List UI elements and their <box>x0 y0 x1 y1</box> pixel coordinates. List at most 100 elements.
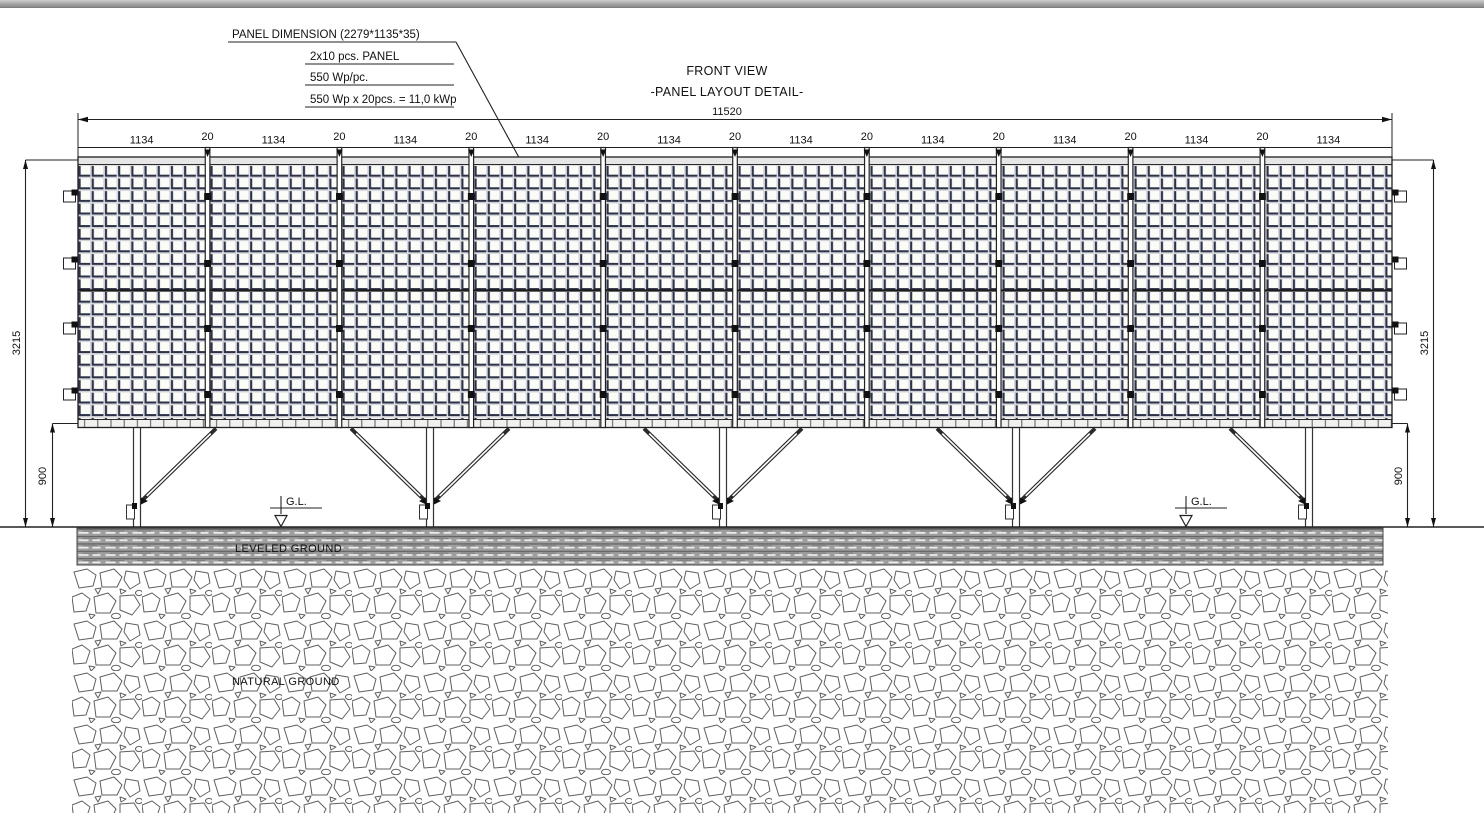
rail-clamp <box>995 391 1003 398</box>
annotation-line-2: 2x10 pcs. PANEL <box>310 51 400 63</box>
natural-ground: NATURAL GROUND <box>72 567 1388 813</box>
post-footing <box>419 504 428 520</box>
rail-clamp <box>336 325 343 332</box>
rail-dim-arrow <box>336 149 343 157</box>
diagonal-brace-core <box>146 432 212 497</box>
rail-clamp <box>467 193 475 200</box>
rail-dim-arrow <box>1127 149 1134 157</box>
post-footing <box>1005 504 1014 520</box>
natural-ground-hatch <box>72 567 1388 813</box>
rail-dim-arrow <box>468 149 475 157</box>
panel-rail <box>863 146 870 429</box>
diagonal-brace-core <box>1234 432 1300 497</box>
overall-dim-arrow-right <box>1382 116 1392 123</box>
rail-clamp <box>863 391 871 398</box>
panel-width-dim-label: 1134 <box>130 135 154 147</box>
mount-clamp <box>63 388 76 401</box>
annotation-line-4: 550 Wp x 20pcs. = 11,0 kWp <box>310 94 457 106</box>
footing-bolt <box>1304 503 1309 509</box>
panel-width-dim-label: 1134 <box>657 135 681 147</box>
right-height-label: 3215 <box>1419 331 1431 355</box>
panel-joint-rails <box>204 146 1266 429</box>
footing-bolt <box>1011 503 1016 509</box>
rail-clamp <box>731 325 739 332</box>
gap-dim-label: 20 <box>861 131 873 143</box>
brace-connector <box>1020 497 1027 505</box>
drawing-title: FRONT VIEW -PANEL LAYOUT DETAIL- <box>651 64 804 99</box>
post-footing <box>712 504 721 520</box>
rail-dim-arrow <box>204 149 211 157</box>
rail-clamp <box>599 325 607 332</box>
rail-clamp <box>1127 391 1134 398</box>
rail-clamp <box>731 193 739 200</box>
clamp-bolt <box>1392 321 1399 328</box>
brace-connector <box>712 497 719 505</box>
gap-dim-label: 20 <box>201 131 213 143</box>
gl-left-triangle <box>273 514 289 528</box>
panel-rail <box>600 146 607 429</box>
rail-clamp <box>1127 325 1134 332</box>
panel-rail <box>1259 146 1266 429</box>
rail-clamp <box>863 260 871 267</box>
leveled-ground-label: LEVELED GROUND <box>235 543 342 555</box>
rail-dim-arrow <box>863 149 871 157</box>
gap-dim-label: 20 <box>465 131 477 143</box>
window-top-bar <box>0 0 1484 7</box>
gl-right-triangle <box>1178 514 1194 528</box>
diagonal-brace-core <box>1025 432 1091 497</box>
rail-dim-arrow <box>731 149 739 157</box>
title-line-2: -PANEL LAYOUT DETAIL- <box>651 85 804 99</box>
right-height-arrow-bottom <box>1431 518 1436 527</box>
rail-clamp <box>1259 325 1266 332</box>
annotation-line-3: 550 Wp/pc. <box>310 72 368 84</box>
gap-dim-label: 20 <box>597 131 609 143</box>
left-height-arrow-bottom <box>23 518 28 527</box>
clamp-bolt <box>71 256 78 263</box>
right-dimensions: 3215 900 <box>1392 159 1436 527</box>
clamp-bolt <box>71 387 78 394</box>
brace-connector <box>434 497 441 505</box>
rail-clamp <box>863 193 871 200</box>
post-footing <box>126 504 135 520</box>
rail-clamp <box>336 260 343 267</box>
brace-connector <box>1005 497 1012 505</box>
right-height-arrow-top <box>1431 160 1436 169</box>
panel-width-dim-label: 1134 <box>789 135 813 147</box>
support-structure <box>126 427 1314 527</box>
annotation-line-1: PANEL DIMENSION (2279*1135*35) <box>232 29 420 41</box>
brace-connector <box>1298 497 1305 505</box>
rail-clamp <box>995 325 1003 332</box>
rail-clamp <box>731 391 739 398</box>
right-clearance-label: 900 <box>1393 467 1405 485</box>
diagonal-brace-core <box>648 432 714 497</box>
panel-width-dim-label: 1134 <box>525 135 549 147</box>
gap-dim-label: 20 <box>1124 131 1136 143</box>
ground-level-marker-right: G.L. <box>1175 496 1227 528</box>
mount-clamp <box>63 322 76 335</box>
clamp-bolt <box>1392 256 1399 263</box>
overall-dim-arrow-left <box>78 116 88 123</box>
mount-clamp <box>1394 388 1407 401</box>
panel-rail <box>732 146 738 429</box>
panel-width-dim-label: 1134 <box>1053 135 1077 147</box>
edge-mount-clamps <box>63 189 1407 401</box>
gl-left-label: G.L. <box>286 496 307 508</box>
rail-clamp <box>467 391 475 398</box>
solar-panel-array <box>63 146 1407 429</box>
rail-clamp <box>467 325 475 332</box>
clamp-bolt <box>1392 387 1399 394</box>
rail-clamp <box>467 260 475 267</box>
rail-clamp <box>204 391 211 398</box>
footing-bolt <box>132 503 137 509</box>
diagonal-brace-core <box>355 432 421 497</box>
brace-connector <box>141 497 148 505</box>
brace-connector <box>419 497 426 505</box>
clamp-bolt <box>1392 189 1399 196</box>
left-height-label: 3215 <box>11 331 23 355</box>
diagonal-brace-core <box>732 432 798 497</box>
left-dimensions: 3215 900 <box>11 159 78 527</box>
panel-width-dim-label: 1134 <box>262 135 286 147</box>
rail-clamp <box>599 391 607 398</box>
rail-clamp <box>336 391 343 398</box>
